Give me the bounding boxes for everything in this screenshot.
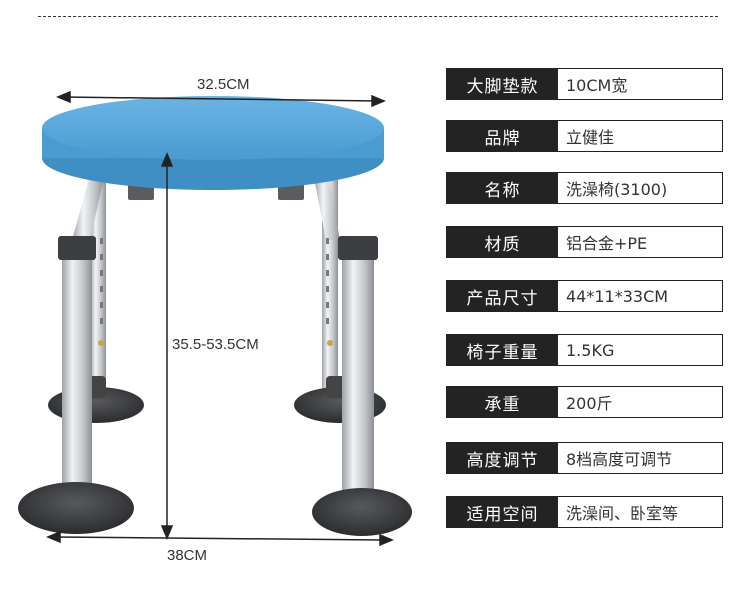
seat [42, 96, 384, 190]
spec-key: 品牌 [447, 121, 558, 151]
base-width-label: 38CM [167, 547, 208, 564]
top-dashed-divider [38, 16, 718, 17]
spec-key: 材质 [447, 227, 558, 257]
spec-row: 产品尺寸 44*11*33CM [446, 280, 723, 312]
spec-value: 铝合金+PE [558, 227, 722, 257]
spec-row: 椅子重量 1.5KG [446, 334, 723, 366]
spec-key: 名称 [447, 173, 558, 203]
spec-key: 椅子重量 [447, 335, 558, 365]
spec-key: 产品尺寸 [447, 281, 558, 311]
spec-value: 8档高度可调节 [558, 443, 722, 473]
spec-row: 名称 洗澡椅(3100) [446, 172, 723, 204]
spec-row: 承重 200斤 [446, 386, 723, 418]
spec-value: 200斤 [558, 387, 722, 417]
spec-row: 材质 铝合金+PE [446, 226, 723, 258]
spec-key: 适用空间 [447, 497, 558, 527]
dimension-lines [46, 90, 394, 547]
spec-row: 适用空间 洗澡间、卧室等 [446, 496, 723, 528]
seat-width-label: 32.5CM [197, 76, 250, 93]
height-range-label: 35.5-53.5CM [172, 336, 259, 353]
spec-value: 1.5KG [558, 335, 722, 365]
front-legs [18, 175, 412, 536]
spec-row: 大脚垫款 10CM宽 [446, 68, 723, 100]
spec-value: 44*11*33CM [558, 281, 722, 311]
spec-key: 大脚垫款 [447, 69, 558, 99]
spec-row: 品牌 立健佳 [446, 120, 723, 152]
spec-value: 洗澡间、卧室等 [558, 497, 722, 527]
spec-value: 洗澡椅(3100) [558, 173, 722, 203]
spec-value: 立健佳 [558, 121, 722, 151]
spec-row: 高度调节 8档高度可调节 [446, 442, 723, 474]
spec-key: 高度调节 [447, 443, 558, 473]
adjustment-holes [98, 238, 333, 346]
shower-stool-illustration [18, 90, 412, 547]
spec-value: 10CM宽 [558, 69, 722, 99]
spec-key: 承重 [447, 387, 558, 417]
